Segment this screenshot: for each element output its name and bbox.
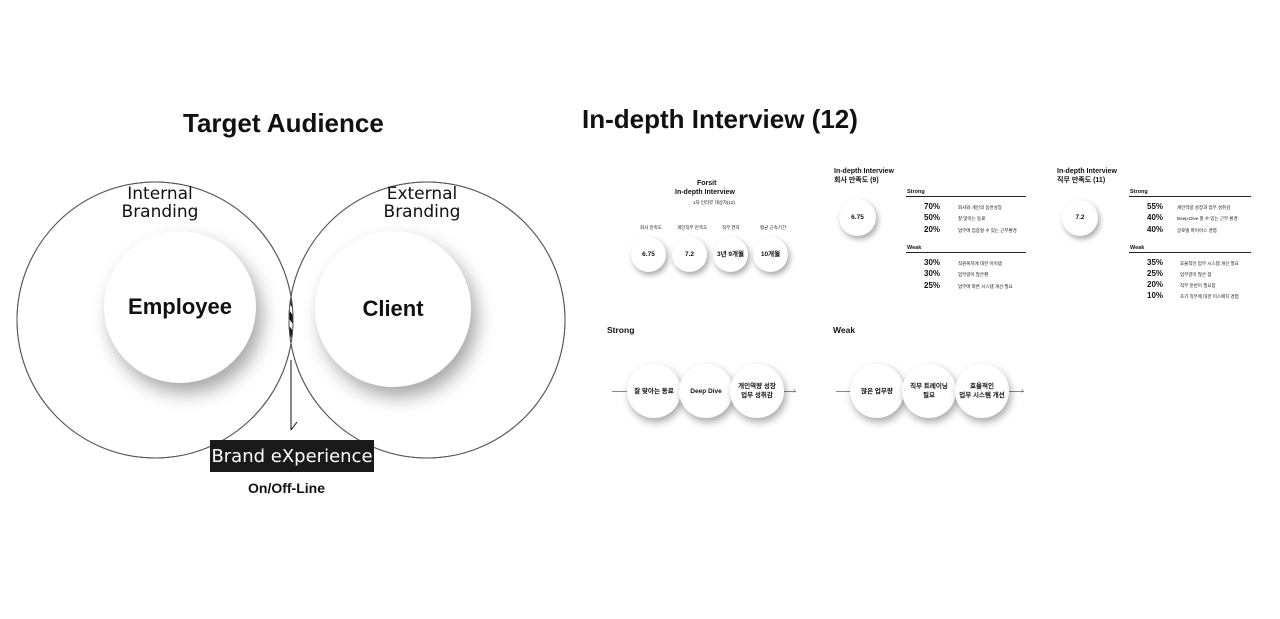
- forsit-heading-2: In-depth Interview: [675, 189, 735, 196]
- job-strong-pct-2: 40%: [1147, 213, 1164, 222]
- company-strong-pct-3: 20%: [924, 225, 941, 234]
- job-score: 7.2: [1075, 214, 1085, 221]
- client-circle: Client: [315, 231, 471, 387]
- strong-flow-item-3: 개인역량 성장 업무 성취감: [730, 364, 784, 418]
- company-weak-label: Weak: [907, 245, 922, 251]
- venn-diagram: [16, 181, 566, 459]
- company-weak-pct-2: 30%: [924, 269, 941, 278]
- job-weak-text-4: 초기 직무에 대한 미스매치 경험: [1180, 294, 1239, 299]
- weak-flow-arrow: ›: [1021, 386, 1024, 395]
- company-strong-text-1: 회사와 개인의 동반성장: [958, 205, 1002, 210]
- brand-experience-box: Brand eXperience: [210, 440, 374, 472]
- external-branding-label: External Branding: [383, 184, 461, 222]
- forsit-stat-label-4: 평균 근속기간: [760, 225, 787, 230]
- job-weak-text-3: 직무 훈련이 필요함: [1180, 283, 1216, 288]
- forsit-subtitle: 1차 인터뷰 대상자(12): [693, 200, 735, 205]
- forsit-stat-bubble-3: 3년 9개월: [713, 237, 748, 272]
- weak-flow-item-1: 많은 업무량: [850, 364, 904, 418]
- weak-flow-label: Weak: [833, 325, 856, 335]
- company-weak-text-1: 직원복지에 대한 아이템: [958, 261, 1002, 266]
- in-depth-interview-title: In-depth Interview (12): [582, 104, 858, 134]
- job-weak-rule: [1129, 252, 1251, 253]
- job-weak-pct-4: 10%: [1147, 291, 1164, 300]
- weak-flow-text-3: 효율적인 업무 시스템 개선: [959, 383, 1005, 399]
- company-score: 6.75: [851, 213, 864, 221]
- forsit-stat-label-1: 회사 만족도: [640, 225, 662, 230]
- job-strong-pct-3: 40%: [1147, 225, 1164, 234]
- job-weak-label: Weak: [1130, 245, 1145, 251]
- weak-flow-item-3: 효율적인 업무 시스템 개선: [955, 364, 1009, 418]
- job-strong-text-3: 글로벌 파이어스 경험: [1177, 228, 1217, 233]
- weak-flow-text-1: 많은 업무량: [861, 387, 893, 395]
- employee-label: Employee: [128, 294, 232, 319]
- company-strong-pct-2: 50%: [924, 213, 941, 222]
- job-strong-pct-1: 55%: [1147, 202, 1164, 211]
- forsit-stat-bubble-1: 6.75: [631, 237, 666, 272]
- forsit-stat-bubble-4: 10개월: [753, 237, 788, 272]
- forsit-stat-value-3: 3년 9개월: [717, 250, 744, 258]
- job-heading-2: 직무 만족도 (11): [1057, 177, 1106, 184]
- strong-flow-item-1: 잘 맞아는 동료: [627, 364, 681, 418]
- weak-flow-item-2: 직무 트레이닝 필요: [902, 364, 956, 418]
- job-strong-rule: [1129, 196, 1251, 197]
- strong-flow-arrow: ›: [793, 386, 796, 395]
- weak-flow-text-2: 직무 트레이닝 필요: [910, 383, 948, 399]
- job-weak-text-1: 효율적인 업무 시스템 개선 필요: [1180, 261, 1239, 266]
- forsit-stat-value-4: 10개월: [760, 250, 781, 258]
- company-heading: In-depth Interview: [834, 168, 894, 175]
- job-heading: In-depth Interview: [1057, 168, 1117, 175]
- job-weak-text-2: 업무량이 많은 점: [1180, 272, 1212, 277]
- company-weak-text-2: 업무량이 많은편: [958, 272, 989, 277]
- strong-flow-text-1: 잘 맞아는 동료: [634, 387, 674, 395]
- target-audience-title: Target Audience: [183, 108, 384, 138]
- forsit-stat-bubble-2: 7.2: [672, 237, 707, 272]
- job-score-bubble: 7.2: [1062, 200, 1098, 236]
- company-strong-pct-1: 70%: [924, 202, 941, 211]
- client-label: Client: [362, 296, 424, 321]
- strong-flow-text-2: Deep Dive: [690, 387, 722, 395]
- company-weak-pct-1: 30%: [924, 258, 941, 267]
- company-strong-rule: [906, 196, 1026, 197]
- company-strong-label: Strong: [907, 189, 925, 195]
- job-strong-text-1: 개인역량 성장과 업무 성취감: [1177, 205, 1231, 210]
- forsit-heading: Forsit: [697, 180, 717, 187]
- strong-flow-item-2: Deep Dive: [679, 364, 733, 418]
- on-off-line-label: On/Off-Line: [248, 480, 325, 496]
- brand-experience-label: Brand eXperience: [211, 445, 373, 467]
- job-weak-pct-1: 35%: [1147, 258, 1164, 267]
- company-weak-text-3: 업무에 따른 시스템 개선 필요: [958, 284, 1013, 289]
- forsit-stat-label-3: 직무 연차: [722, 225, 740, 230]
- job-strong-label: Strong: [1130, 189, 1148, 195]
- employee-circle: Employee: [104, 231, 256, 383]
- company-strong-text-2: 잘 맞아는 동료: [958, 216, 986, 221]
- forsit-stat-value-2: 7.2: [684, 250, 695, 258]
- company-heading-2: 회사 만족도 (9): [834, 177, 879, 184]
- company-strong-text-3: 업무에 집중할 수 있는 근무환경: [958, 228, 1017, 233]
- internal-branding-label: Internal Branding: [121, 184, 199, 222]
- strong-flow-text-3: 개인역량 성장 업무 성취감: [738, 383, 776, 399]
- job-weak-pct-2: 25%: [1147, 269, 1164, 278]
- company-weak-rule: [906, 252, 1026, 253]
- forsit-stat-label-2: 개인직무 만족도: [677, 225, 708, 230]
- company-score-bubble: 6.75: [839, 199, 876, 236]
- forsit-stat-value-1: 6.75: [642, 250, 655, 258]
- job-weak-pct-3: 20%: [1147, 280, 1164, 289]
- strong-flow-label: Strong: [607, 325, 635, 335]
- job-strong-text-2: Deep-Dive 할 수 있는 근무 환경: [1177, 216, 1238, 221]
- company-weak-pct-3: 25%: [924, 281, 941, 290]
